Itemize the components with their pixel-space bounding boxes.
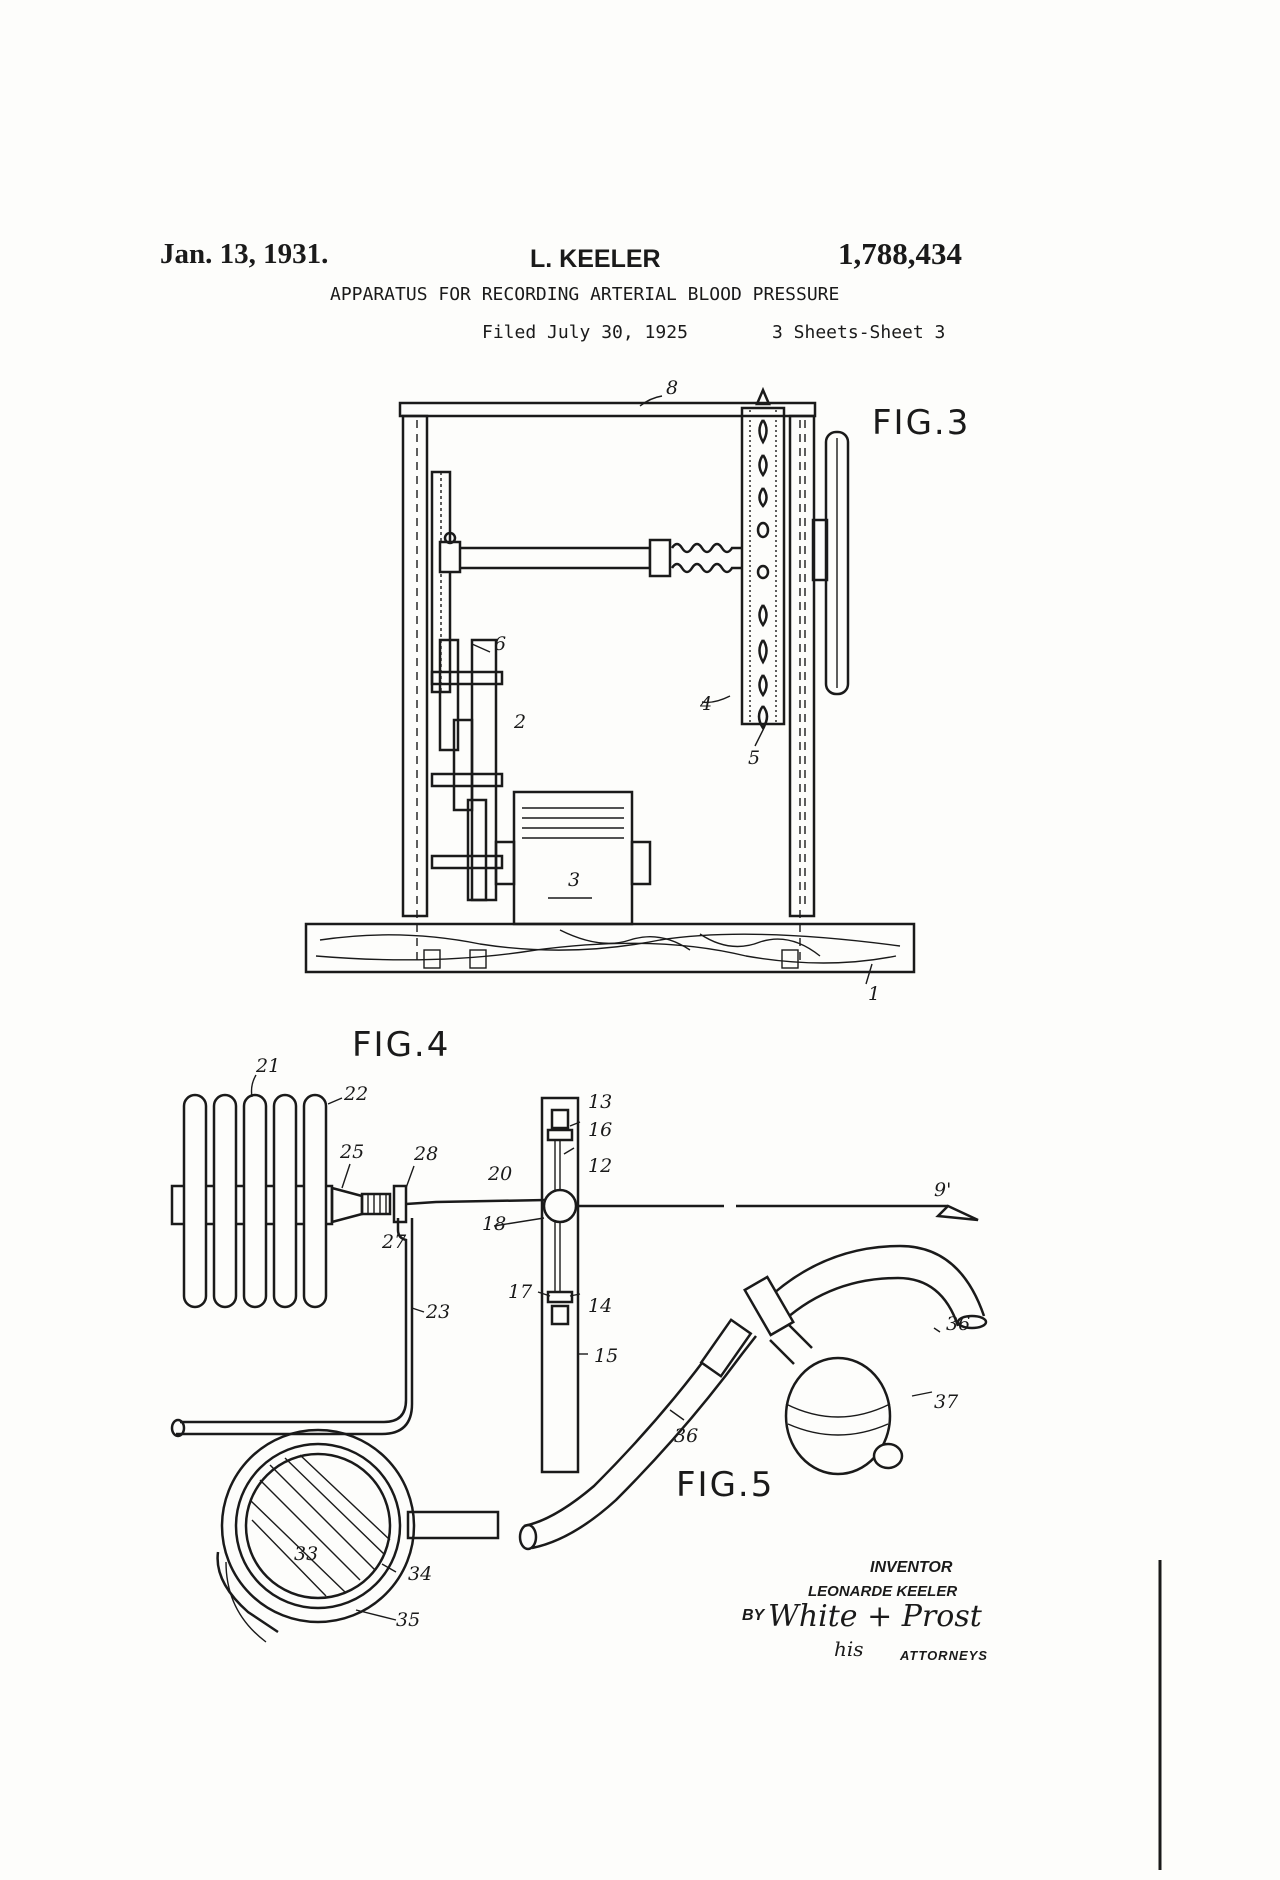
top-plate	[398, 401, 817, 418]
patent-date: Jan. 13, 1931.	[160, 238, 329, 270]
attorney-firm-signature: White + Prost	[768, 1599, 983, 1634]
lower-gear-b	[452, 718, 474, 812]
wooden-base	[304, 922, 916, 974]
lower-gear-c	[466, 798, 488, 902]
callout-8: 8	[666, 377, 678, 399]
callout-37: 37	[934, 1391, 959, 1413]
fig5-label: FIG.5	[676, 1465, 774, 1505]
gear-plate	[470, 638, 498, 902]
pen-drum	[740, 406, 786, 726]
fig3-label: FIG.3	[872, 403, 970, 443]
fig3-drawing	[304, 386, 916, 985]
callout-23: 23	[425, 1301, 450, 1323]
inventor-signature-name: LEONARDE KEELER	[808, 1583, 957, 1600]
callout-2: 2	[513, 711, 526, 733]
fig5-drawing	[216, 1244, 988, 1643]
coil-3	[242, 1093, 268, 1309]
attorneys-label: ATTORNEYS	[899, 1648, 988, 1663]
callout-34: 34	[408, 1563, 432, 1585]
callout-35: 35	[396, 1609, 420, 1631]
callout-28: 28	[413, 1143, 438, 1165]
callout-1: 1	[868, 983, 880, 1005]
cuff-tube	[406, 1510, 500, 1540]
callout-4: 4	[699, 693, 712, 715]
coil-2	[212, 1093, 238, 1309]
pointer-bar	[540, 1096, 580, 1474]
patent-title: APPARATUS FOR RECORDING ARTERIAL BLOOD P…	[330, 284, 840, 305]
callout-15: 15	[594, 1345, 618, 1367]
pivot	[542, 1188, 578, 1224]
coupling	[648, 538, 672, 578]
callout-27: 27	[381, 1231, 407, 1253]
fig4-label: FIG.4	[352, 1025, 450, 1065]
pointer-tip	[935, 1204, 979, 1222]
by-label: BY	[742, 1607, 766, 1624]
coil-5	[302, 1093, 328, 1309]
main-shaft	[448, 546, 652, 570]
left-frame	[401, 414, 429, 918]
coil-1	[182, 1093, 208, 1309]
filing-date: Filed July 30, 1925	[482, 322, 688, 343]
callout-9-prime: 9'	[934, 1179, 951, 1201]
callout-13: 13	[588, 1091, 612, 1113]
callout-20: 20	[487, 1163, 512, 1185]
inventor-name: L. KEELER	[530, 245, 661, 273]
callout-33: 33	[294, 1543, 318, 1565]
patent-number: 1,788,434	[838, 236, 962, 271]
callout-17: 17	[508, 1281, 533, 1303]
coil-4	[272, 1093, 298, 1309]
callout-22: 22	[343, 1083, 368, 1105]
callout-21: 21	[255, 1055, 280, 1077]
arm-section	[244, 1452, 392, 1600]
right-frame	[788, 414, 816, 918]
callout-18: 18	[482, 1213, 506, 1235]
callout-12: 12	[588, 1155, 612, 1177]
callout-16: 16	[588, 1119, 612, 1141]
callout-3: 3	[568, 869, 580, 891]
callout-25: 25	[339, 1141, 364, 1163]
callout-36-lower: 36	[674, 1425, 698, 1447]
signature-block: INVENTOR LEONARDE KEELER BY White + Pros…	[742, 1559, 988, 1663]
arm-cuff-outer	[220, 1428, 416, 1624]
fig4-drawing	[170, 1074, 979, 1474]
his-signature: his	[834, 1637, 864, 1661]
sheet-count: 3 Sheets-Sheet 3	[772, 322, 946, 343]
motor	[512, 790, 634, 926]
lower-gear-a	[438, 638, 460, 752]
callout-6: 6	[494, 633, 506, 655]
pump-bulb	[784, 1356, 892, 1476]
callout-14: 14	[588, 1295, 612, 1317]
inventor-label: INVENTOR	[870, 1559, 953, 1576]
callout-36-upper: 36	[946, 1313, 970, 1335]
spring	[670, 542, 742, 554]
callout-5: 5	[748, 747, 760, 769]
